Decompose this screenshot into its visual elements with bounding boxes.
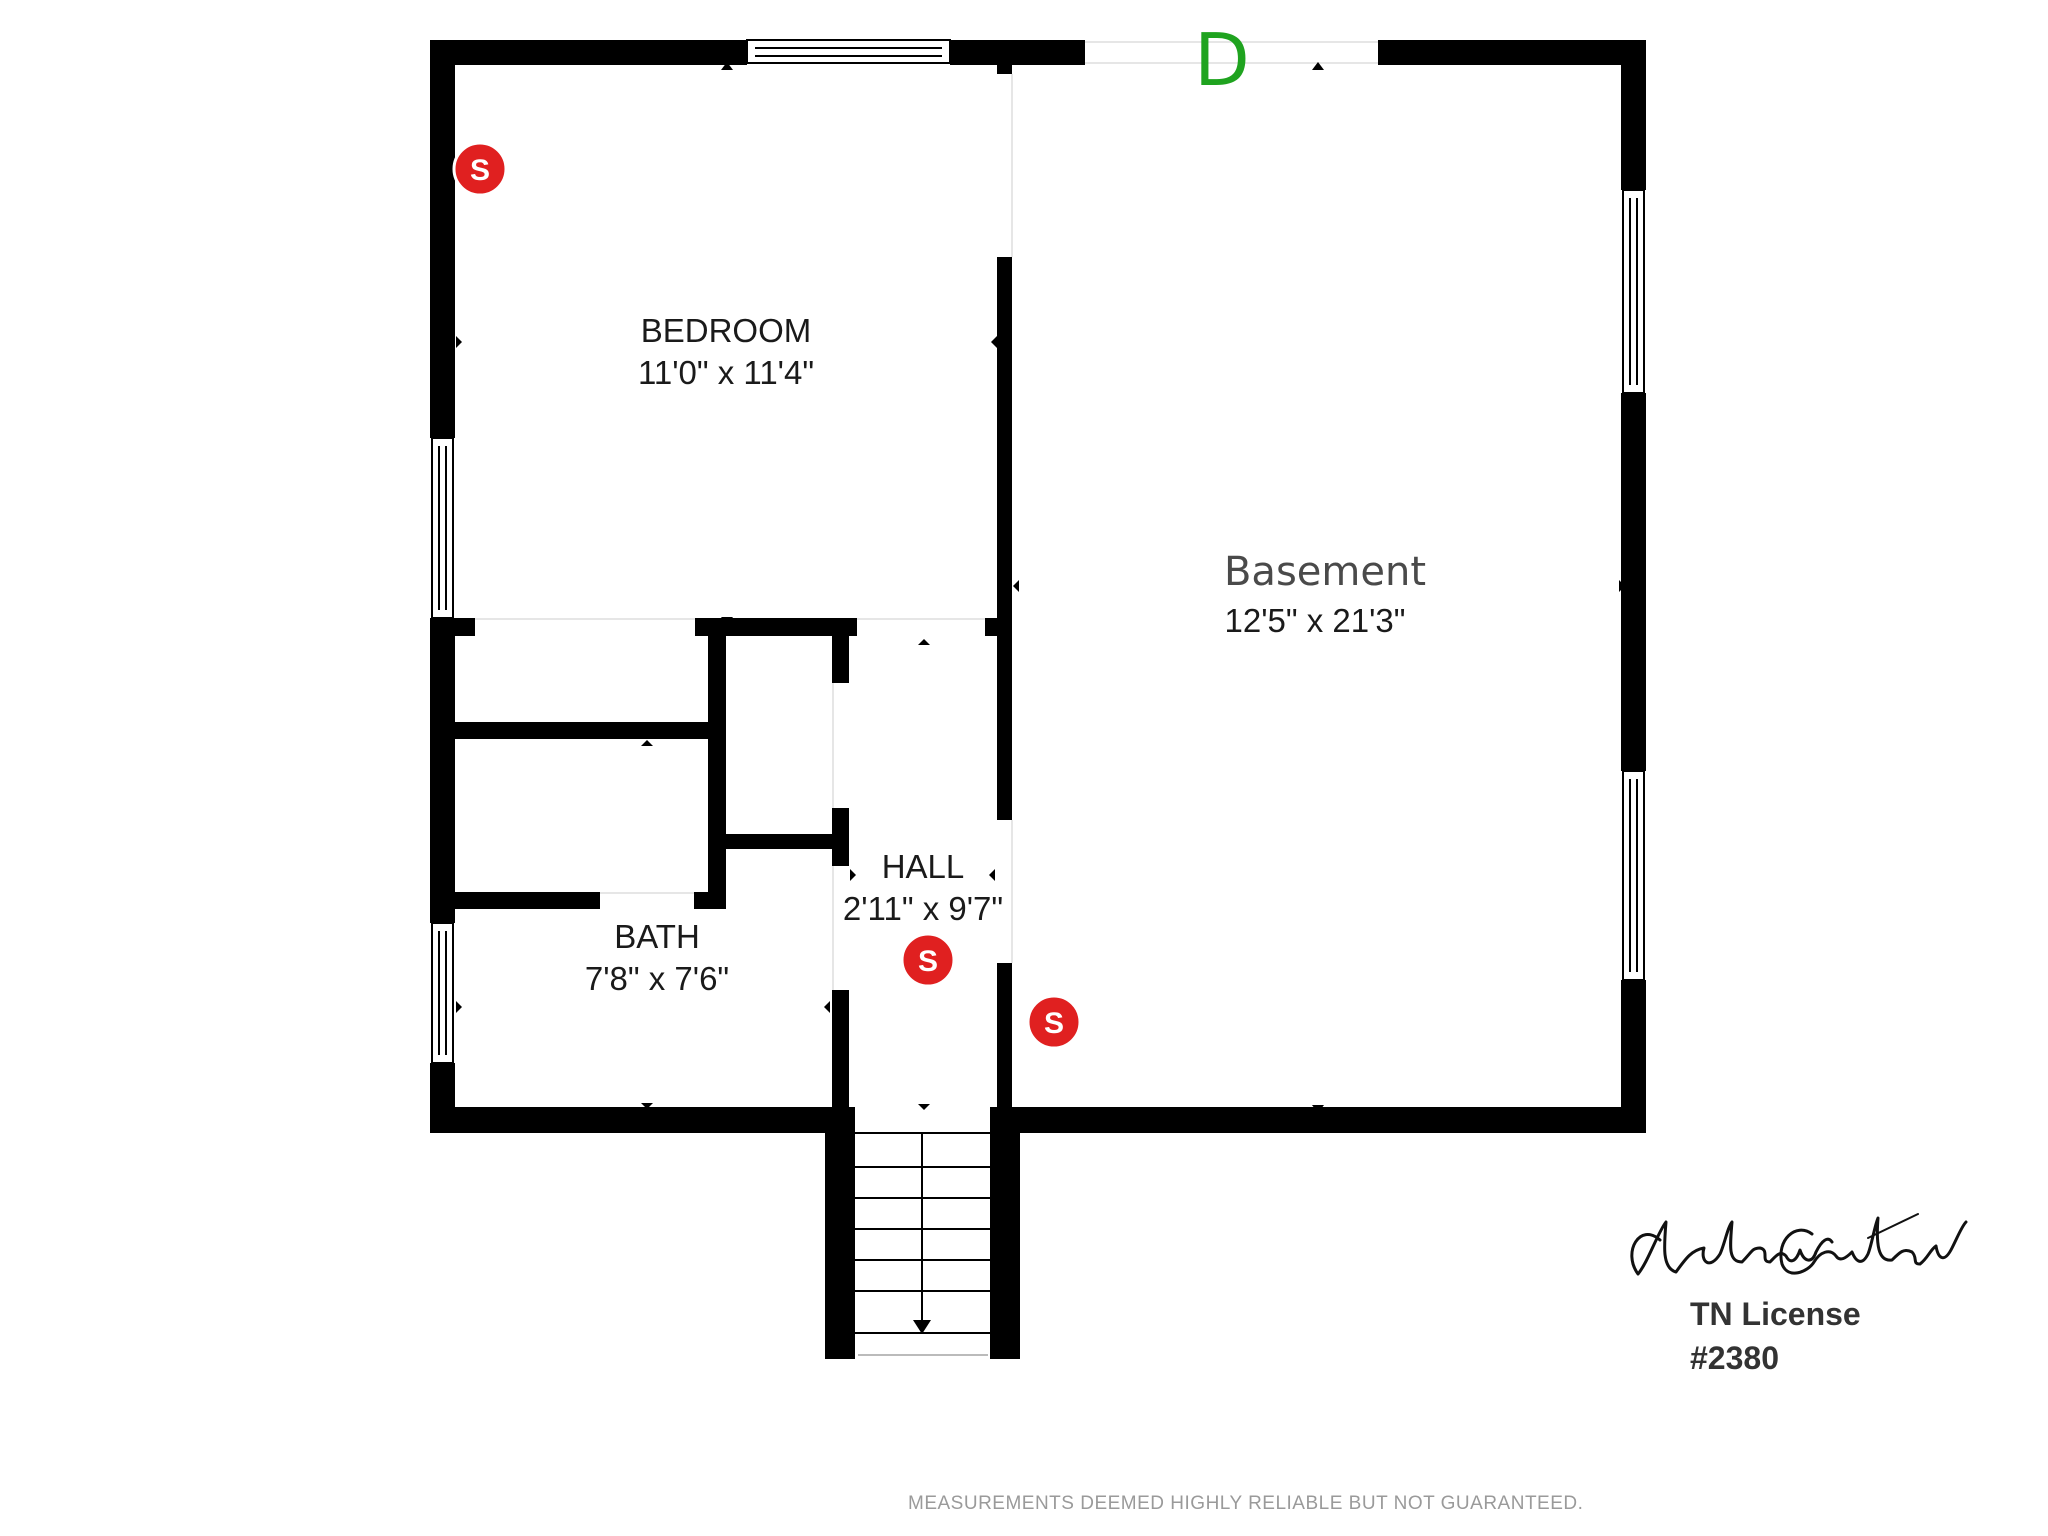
svg-text:S: S: [918, 945, 938, 978]
divider-top-stub: [997, 58, 1012, 74]
right-wall-mid: [1621, 393, 1646, 771]
window-bath-west: [431, 922, 454, 1064]
door-openings: [475, 41, 1378, 990]
stair-left-wall: [825, 1107, 855, 1359]
stair-right-wall: [990, 1107, 1020, 1359]
room-dims-bath: 7'8" x 7'6": [585, 960, 729, 997]
bath-top-wall-b: [694, 892, 726, 909]
stairs: [855, 1132, 990, 1356]
right-wall-upper: [1621, 40, 1646, 190]
closet-shelf-wall: [455, 722, 720, 739]
arrow-down-icon: [913, 1320, 931, 1334]
closet-vertical-wall: [708, 618, 726, 908]
top-wall-right: [1378, 40, 1645, 65]
room-label-bedroom: BEDROOM: [641, 312, 812, 349]
top-wall-mid: [950, 40, 1085, 65]
svg-text:S: S: [470, 154, 490, 187]
room-dims-basement: 12'5" x 21'3": [1225, 602, 1406, 639]
hall-west-wall-upper: [832, 636, 849, 683]
windows: [431, 39, 1645, 1064]
dimension-arrows: [456, 62, 1625, 1113]
signature: [1630, 1213, 1968, 1276]
divider-upper: [997, 257, 1012, 820]
room-label-hall: HALL: [882, 848, 965, 885]
hall-west-wall-mid: [832, 808, 849, 866]
smoke-detector-icon: S: [1026, 994, 1082, 1050]
disclaimer-text: MEASUREMENTS DEEMED HIGHLY RELIABLE BUT …: [908, 1493, 1583, 1514]
smoke-detector-icon: S: [452, 141, 508, 197]
closet-stub-wall: [726, 834, 846, 849]
room-dims-hall: 2'11" x 9'7": [843, 890, 1003, 927]
left-wall-upper: [430, 40, 455, 438]
room-dims-bedroom: 11'0" x 11'4": [638, 354, 814, 391]
window-basement-east-lower: [1622, 770, 1645, 981]
top-wall-left: [430, 40, 747, 65]
bedroom-south-wall-a: [430, 618, 475, 636]
room-label-basement: Basement: [1224, 549, 1426, 595]
window-bedroom-north: [746, 39, 951, 64]
walls: [430, 40, 1646, 1359]
bedroom-south-wall-c: [985, 618, 1012, 636]
window-bedroom-west: [431, 437, 454, 619]
license-line-2: #2380: [1690, 1340, 1779, 1376]
room-label-bath: BATH: [614, 918, 700, 955]
smoke-detector-icon: S: [900, 932, 956, 988]
left-wall-mid: [430, 618, 455, 923]
window-basement-east-upper: [1622, 189, 1645, 394]
svg-text:S: S: [1044, 1007, 1064, 1040]
bath-top-wall: [455, 892, 600, 909]
hall-west-wall-lower: [832, 990, 849, 1108]
door-icon: D: [1194, 18, 1249, 102]
bottom-wall-left: [430, 1107, 830, 1133]
divider-lower: [997, 963, 1012, 1128]
license-line-1: TN License: [1690, 1296, 1861, 1332]
bedroom-south-wall-b: [695, 618, 857, 636]
